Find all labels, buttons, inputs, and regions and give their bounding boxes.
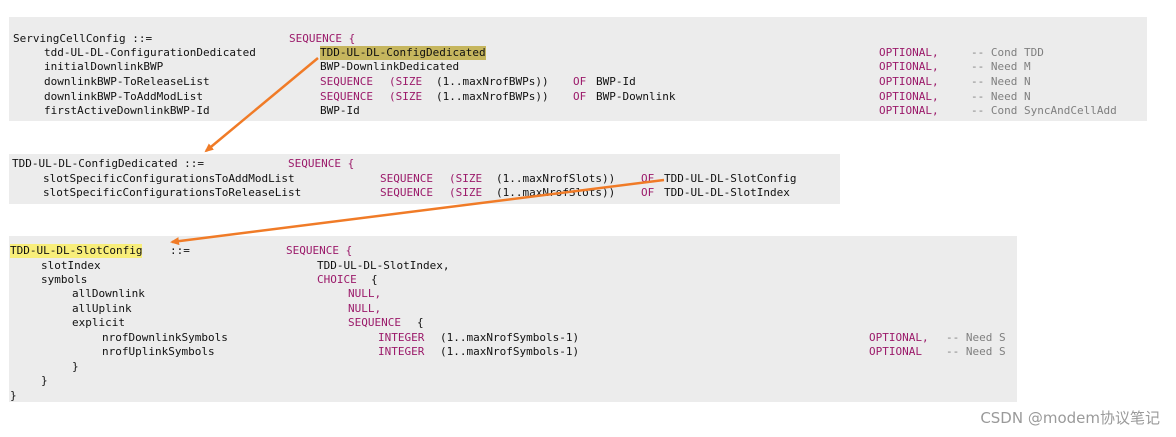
type-reference: BWP-Id <box>320 104 360 117</box>
tdd-config-dedicated-header-name: TDD-UL-DL-ConfigDedicated ::= <box>12 157 205 170</box>
slot-config-header-name: TDD-UL-DL-SlotConfig <box>10 244 143 258</box>
null-keyword: NULL, <box>348 287 382 300</box>
size-range: (1..maxNrofSlots)) <box>496 186 616 199</box>
field-name: nrofUplinkSymbols <box>102 345 215 358</box>
slot-config-header-type: SEQUENCE { <box>286 244 353 257</box>
field-name: symbols <box>41 273 88 286</box>
tdd-config-dedicated-header-type: SEQUENCE { <box>288 157 355 170</box>
highlighted-type-reference: TDD-UL-DL-ConfigDedicated <box>320 46 486 60</box>
servingcellconfig-code-panel <box>9 17 1147 121</box>
field-comment: -- Need S <box>946 331 1006 344</box>
optional-keyword: OPTIONAL, <box>879 75 939 88</box>
servingcellconfig-header-type: SEQUENCE { <box>289 32 356 45</box>
field-comment: -- Cond SyncAndCellAdd <box>971 104 1117 117</box>
size-keyword: (SIZE <box>389 90 423 103</box>
integer-range: (1..maxNrofSymbols-1) <box>440 331 580 344</box>
integer-keyword: INTEGER <box>378 331 425 344</box>
field-name: slotSpecificConfigurationsToReleaseList <box>43 186 302 199</box>
null-keyword: NULL, <box>348 302 382 315</box>
field-name: slotSpecificConfigurationsToAddModList <box>43 172 295 185</box>
field-name: allDownlink <box>72 287 145 300</box>
open-brace: { <box>371 273 378 286</box>
field-comment: -- Need S <box>946 345 1006 358</box>
optional-keyword: OPTIONAL, <box>879 46 939 59</box>
type-reference: TDD-UL-DL-SlotIndex <box>664 186 790 199</box>
type-reference: BWP-Id <box>596 75 636 88</box>
sequence-keyword: SEQUENCE <box>320 90 373 103</box>
close-brace: } <box>72 360 79 373</box>
field-comment: -- Need N <box>971 75 1031 88</box>
sequence-keyword: SEQUENCE <box>380 186 433 199</box>
field-name: initialDownlinkBWP <box>44 60 164 73</box>
type-reference: TDD-UL-DL-SlotIndex, <box>317 259 450 272</box>
of-keyword: OF <box>573 75 587 88</box>
field-name: downlinkBWP-ToAddModList <box>44 90 203 103</box>
size-range: (1..maxNrofSlots)) <box>496 172 616 185</box>
size-keyword: (SIZE <box>449 186 483 199</box>
type-reference: BWP-DownlinkDedicated <box>320 60 460 73</box>
field-name: firstActiveDownlinkBWP-Id <box>44 104 210 117</box>
open-brace: { <box>417 316 424 329</box>
optional-keyword: OPTIONAL <box>869 345 922 358</box>
tdd-slot-config-code-panel <box>9 236 1017 402</box>
size-keyword: (SIZE <box>389 75 423 88</box>
sequence-keyword: SEQUENCE <box>380 172 433 185</box>
of-keyword: OF <box>641 172 655 185</box>
sequence-keyword: SEQUENCE <box>348 316 401 329</box>
integer-keyword: INTEGER <box>378 345 425 358</box>
field-comment: -- Cond TDD <box>971 46 1044 59</box>
size-range: (1..maxNrofBWPs)) <box>436 90 549 103</box>
type-reference: BWP-Downlink <box>596 90 676 103</box>
of-keyword: OF <box>641 186 655 199</box>
field-name: nrofDownlinkSymbols <box>102 331 228 344</box>
field-name: downlinkBWP-ToReleaseList <box>44 75 210 88</box>
size-range: (1..maxNrofBWPs)) <box>436 75 549 88</box>
close-brace: } <box>10 389 17 402</box>
optional-keyword: OPTIONAL, <box>879 104 939 117</box>
field-name: slotIndex <box>41 259 101 272</box>
field-comment: -- Need N <box>971 90 1031 103</box>
close-brace: } <box>41 374 48 387</box>
sequence-keyword: SEQUENCE <box>320 75 373 88</box>
size-keyword: (SIZE <box>449 172 483 185</box>
choice-keyword: CHOICE <box>317 273 357 286</box>
field-name: tdd-UL-DL-ConfigurationDedicated <box>44 46 256 59</box>
field-comment: -- Need M <box>971 60 1031 73</box>
field-name: allUplink <box>72 302 132 315</box>
optional-keyword: OPTIONAL, <box>879 90 939 103</box>
of-keyword: OF <box>573 90 587 103</box>
optional-keyword: OPTIONAL, <box>869 331 929 344</box>
csdn-watermark: CSDN @modem协议笔记 <box>980 409 1160 427</box>
field-name: explicit <box>72 316 125 329</box>
type-reference: TDD-UL-DL-SlotConfig <box>664 172 797 185</box>
optional-keyword: OPTIONAL, <box>879 60 939 73</box>
slot-config-assign: ::= <box>170 244 190 257</box>
integer-range: (1..maxNrofSymbols-1) <box>440 345 580 358</box>
servingcellconfig-header-name: ServingCellConfig ::= <box>13 32 153 45</box>
